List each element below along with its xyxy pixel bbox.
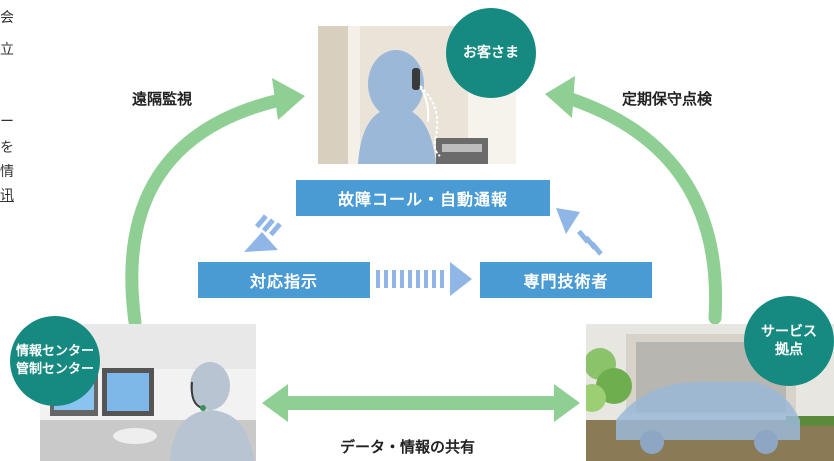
box-fault-call: 故障コール・自動通報 (296, 180, 550, 216)
dashed-arrow-to-technician (376, 262, 472, 296)
badge-service-base-label: サービス 拠点 (761, 324, 817, 358)
arrow-remote-monitoring (125, 93, 287, 329)
badge-customer: お客さま (446, 8, 536, 98)
box-technician: 専門技術者 (480, 262, 652, 298)
label-data-sharing: データ・情報の共有 (340, 438, 476, 456)
arrow-head-periodic-maintenance (545, 76, 575, 118)
label-periodic-maintenance: 定期保守点検 (622, 90, 713, 108)
margin-text-2: 立 (0, 42, 14, 58)
dashed-arrow-from-technician (556, 208, 603, 256)
arrow-data-sharing-left-head (262, 384, 288, 422)
arrow-data-sharing-right-head (554, 384, 580, 422)
dashed-arrow-to-instruction (244, 214, 282, 252)
margin-text-1: 会 (0, 10, 14, 26)
margin-text-6: 讯 (0, 188, 14, 204)
badge-info-center: 情報センター 管制センター (10, 316, 100, 406)
label-remote-monitoring: 遠隔監視 (132, 90, 193, 108)
arrow-periodic-maintenance (561, 91, 723, 325)
badge-customer-label: お客さま (463, 45, 519, 61)
margin-text-4: を (0, 140, 14, 156)
margin-text-5: 情 (0, 164, 14, 180)
margin-text-3: ー (0, 114, 14, 130)
arrow-head-remote-monitoring (272, 78, 305, 120)
badge-service-base: サービス 拠点 (744, 296, 834, 386)
box-instruction: 対応指示 (198, 262, 370, 298)
badge-info-center-label: 情報センター 管制センター (15, 344, 94, 377)
